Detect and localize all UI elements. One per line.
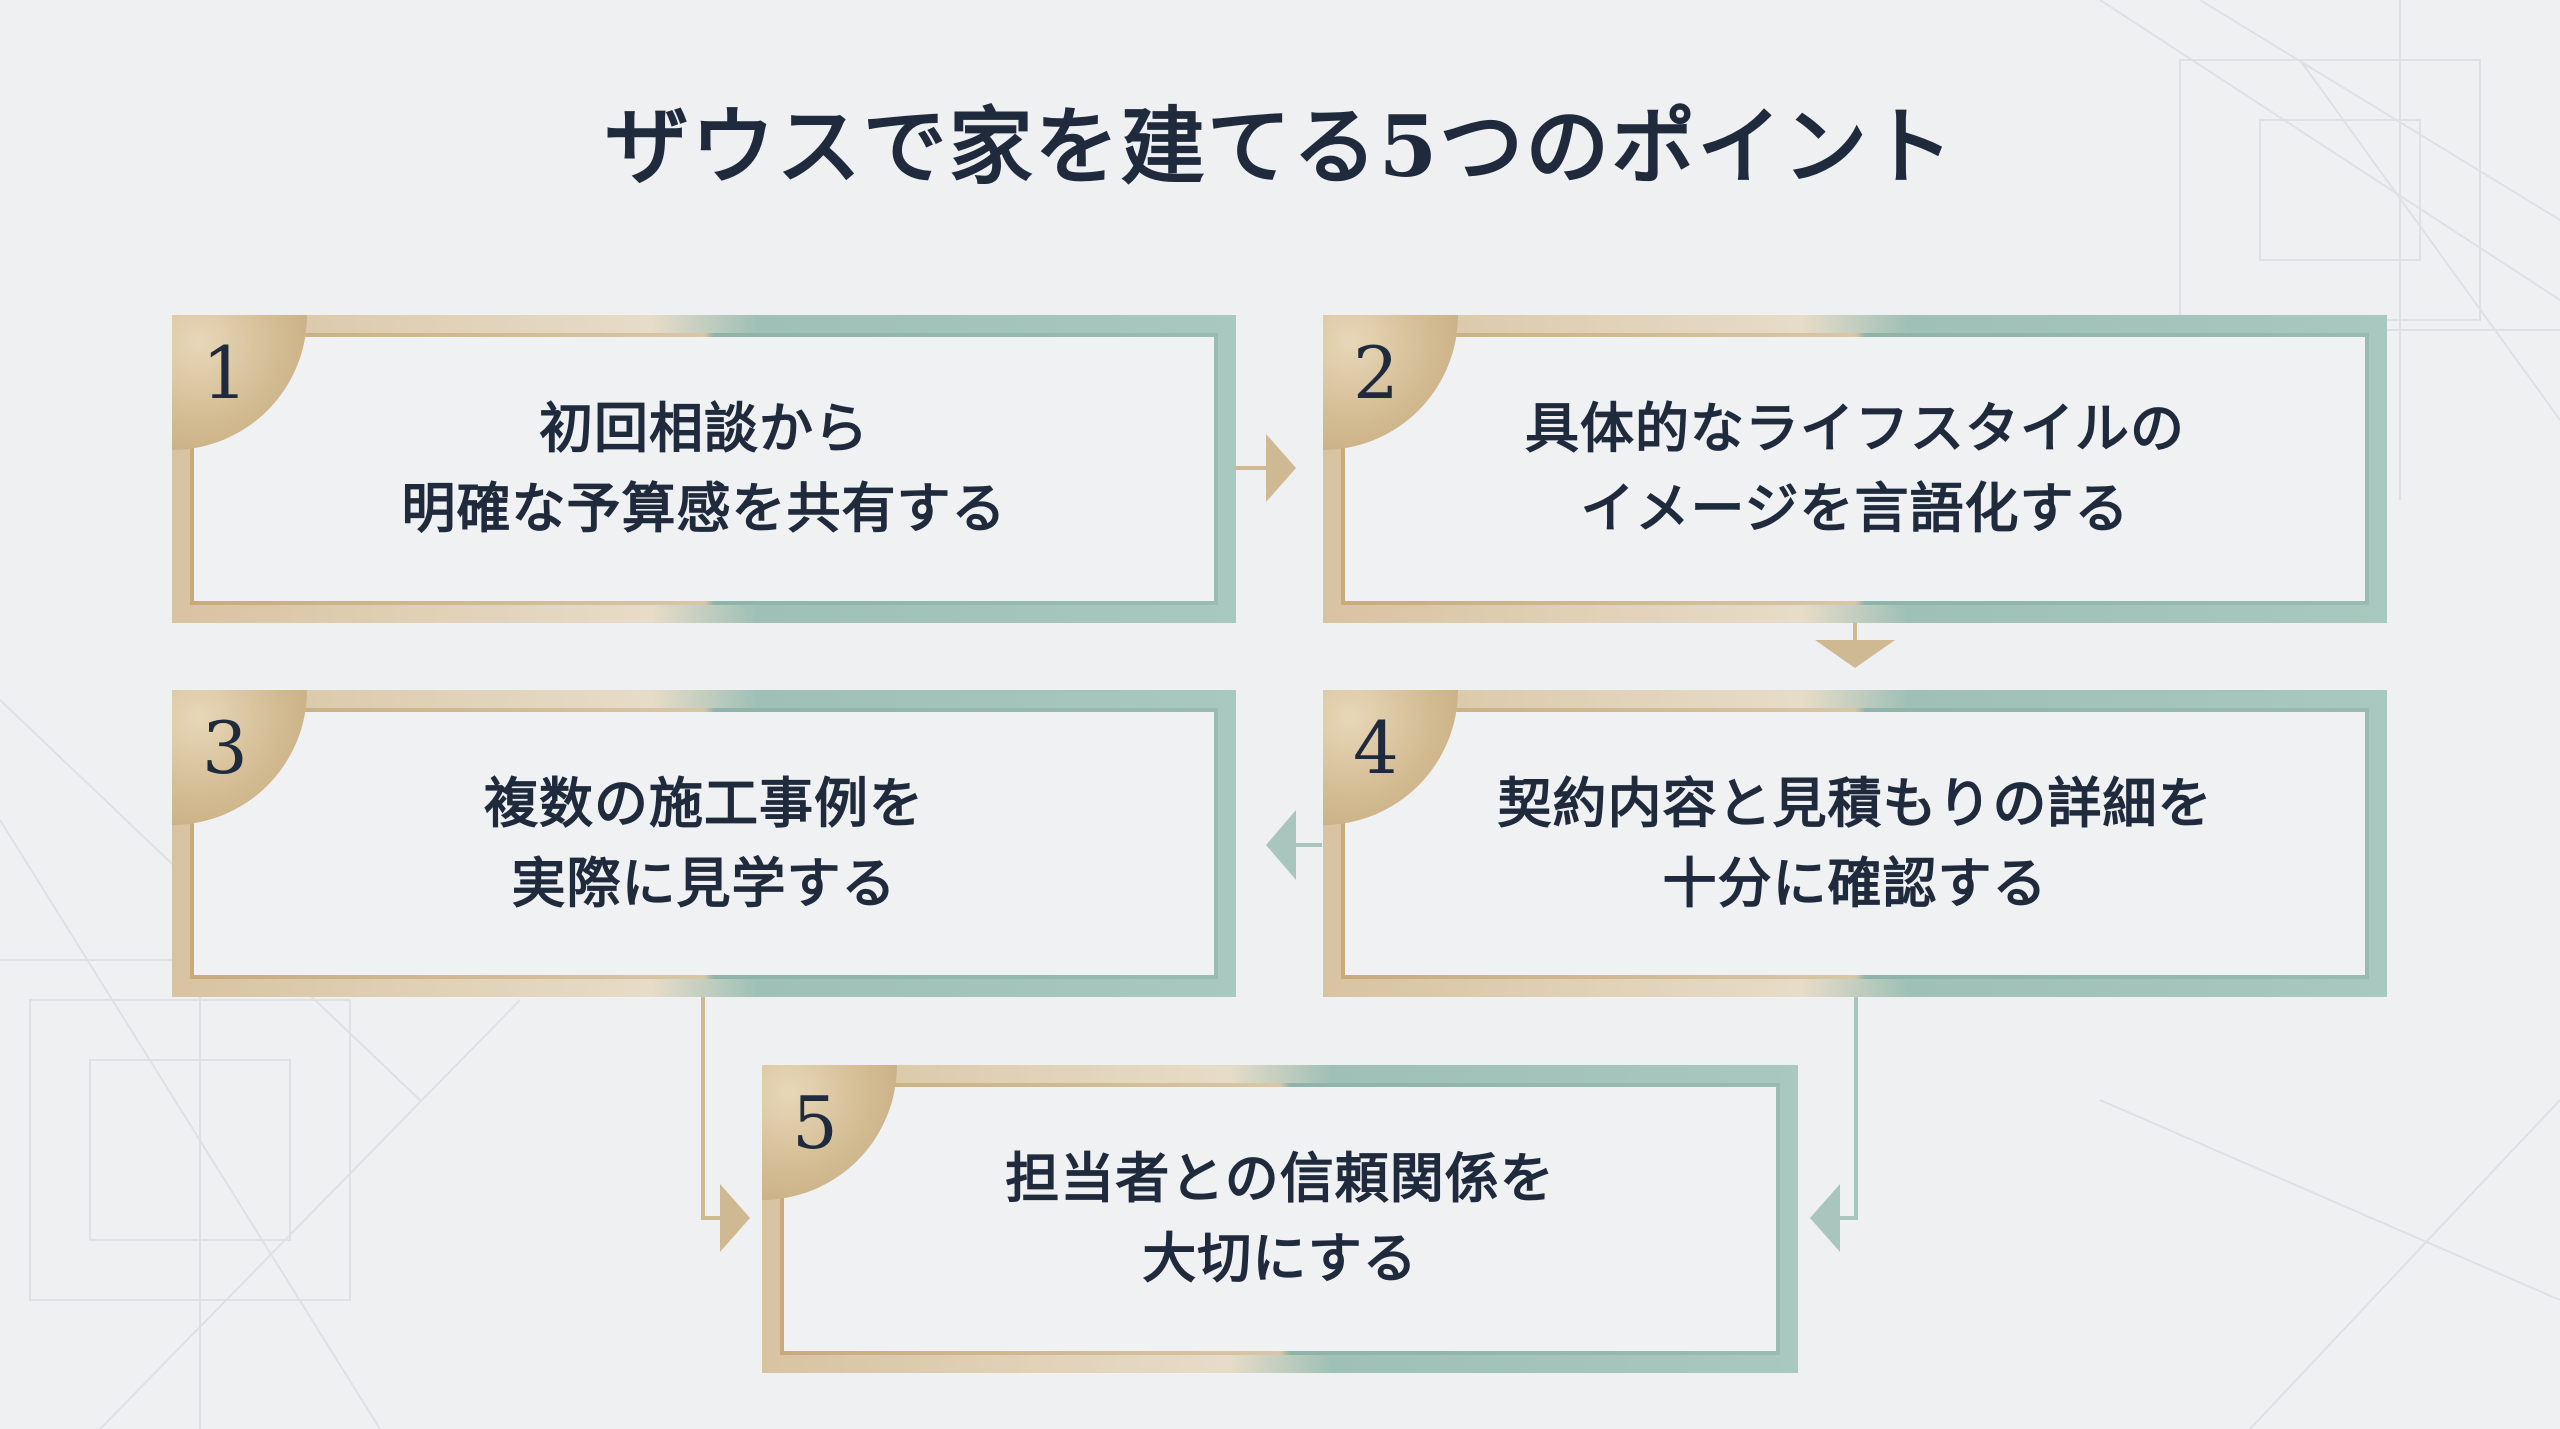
point-number: 1	[202, 331, 248, 415]
point-text: 初回相談から 明確な予算感を共有する	[172, 389, 1236, 549]
connector-4-to-5	[1810, 997, 1858, 1252]
point-text-line: 複数の施工事例を	[484, 771, 924, 835]
point-text-line: 担当者との信頼関係を	[1005, 1147, 1555, 1210]
point-text-line: 明確な予算感を共有する	[401, 477, 1007, 540]
point-card-1: 1 初回相談から 明確な予算感を共有する	[172, 315, 1236, 623]
page-title: ザウスで家を建てる5つのポイント	[604, 97, 1956, 196]
connector-2-to-4	[1815, 623, 1895, 668]
point-text-line: 十分に確認する	[1662, 851, 2048, 915]
point-text: 契約内容と見積もりの詳細を 十分に確認する	[1323, 764, 2387, 924]
point-number: 2	[1353, 331, 1399, 415]
point-text: 複数の施工事例を 実際に見学する	[172, 764, 1236, 924]
point-text-line: 大切にする	[1142, 1227, 1418, 1290]
point-text-line: 初回相談から	[539, 397, 869, 460]
connector-4-to-3	[1266, 810, 1322, 880]
point-text-line: イメージを言語化する	[1580, 477, 2130, 540]
point-card-5: 5 担当者との信頼関係を 大切にする	[762, 1065, 1798, 1373]
point-number: 5	[792, 1081, 838, 1165]
point-text-line: 具体的なライフスタイルの	[1525, 397, 2185, 460]
point-text: 具体的なライフスタイルの イメージを言語化する	[1323, 389, 2387, 549]
point-number: 3	[202, 706, 248, 790]
point-text-line: 実際に見学する	[511, 851, 897, 915]
point-text-line: 契約内容と見積もりの詳細を	[1497, 771, 2213, 835]
connector-3-to-5	[701, 997, 750, 1252]
point-text: 担当者との信頼関係を 大切にする	[762, 1139, 1798, 1299]
point-card-3: 3 複数の施工事例を 実際に見学する	[172, 690, 1236, 997]
point-card-4: 4 契約内容と見積もりの詳細を 十分に確認する	[1323, 690, 2387, 997]
point-number: 4	[1353, 706, 1399, 790]
point-card-2: 2 具体的なライフスタイルの イメージを言語化する	[1323, 315, 2387, 623]
connector-1-to-2	[1236, 434, 1296, 502]
